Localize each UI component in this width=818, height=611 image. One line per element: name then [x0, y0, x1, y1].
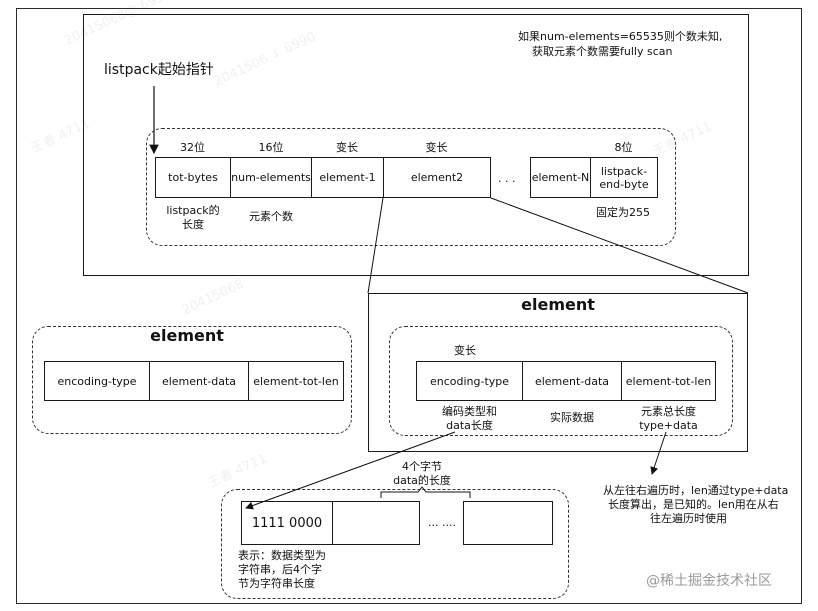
outer-frame: [16, 8, 802, 604]
right-note-enc-2: data长度: [446, 419, 493, 432]
note-end-byte: 固定为255: [596, 206, 650, 219]
cell-element-n: element-N: [530, 157, 591, 198]
right-cell-encoding-type: encoding-type: [416, 361, 523, 401]
encoding-ellipsis: ... ....: [428, 516, 456, 529]
note-tot-bytes-2: 长度: [182, 218, 204, 231]
cell-element2: element2: [383, 157, 491, 198]
header-element2: 变长: [425, 141, 448, 154]
listpack-box: [83, 14, 749, 276]
right-note-len-2: type+data: [639, 419, 698, 432]
left-element-title: element: [150, 326, 224, 345]
bytes-brace: [380, 486, 471, 498]
traversal-note-1: 从左往右遍历时，len通过type+data: [603, 484, 789, 497]
totlen-arrow: [650, 431, 667, 475]
top-note-line1: 如果num-elements=65535则个数未知,: [518, 30, 723, 43]
left-cell-encoding-type: encoding-type: [44, 361, 150, 401]
traversal-note-2: 长度算出，是已知的。len用在从右: [608, 498, 779, 511]
encoding-detail-container: [221, 489, 569, 599]
right-note-enc-1: 编码类型和: [442, 405, 497, 418]
left-cell-element-data: element-data: [149, 361, 249, 401]
note-tot-bytes-1: listpack的: [166, 204, 220, 217]
encoding-length-bytes: [332, 501, 420, 545]
encoding-first-byte: 1111 0000: [241, 501, 333, 545]
cell-tot-bytes: tot-bytes: [155, 157, 231, 198]
left-element-container: [32, 326, 352, 434]
encoding-note-2: 字符串，后4个字: [238, 563, 322, 576]
listpack-ellipsis: . . .: [498, 172, 516, 185]
left-cell-element-tot-len: element-tot-len: [248, 361, 344, 401]
right-note-data: 实际数据: [550, 411, 594, 424]
right-element-container: [389, 326, 733, 436]
brace-label-1: 4个字节: [402, 460, 442, 473]
traversal-note-3: 往左遍历时使用: [650, 512, 727, 525]
encoding-note-1: 表示：数据类型为: [238, 549, 326, 562]
right-element-box: [368, 293, 748, 452]
right-note-len-1: 元素总长度: [641, 405, 696, 418]
encoding-data-bytes: [463, 501, 553, 545]
right-header-encoding: 变长: [454, 344, 476, 357]
encoding-arrow: [245, 431, 456, 510]
pointer-label: listpack起始指针: [104, 62, 214, 78]
site-watermark: @稀土掘金技术社区: [646, 573, 772, 589]
cell-element1: element-1: [311, 157, 384, 198]
header-element1: 变长: [336, 141, 358, 154]
right-element-title: element: [521, 295, 595, 314]
expand-line-right: [490, 197, 749, 294]
right-cell-element-data: element-data: [522, 361, 622, 401]
header-tot-bytes: 32位: [180, 141, 205, 154]
listpack-container: [146, 128, 676, 246]
right-cell-element-tot-len: element-tot-len: [621, 361, 716, 401]
cell-end-byte: listpack-end-byte: [590, 157, 658, 198]
top-note-line2: 获取元素个数需要fully scan: [532, 45, 673, 58]
expand-line-left: [367, 197, 384, 294]
header-end-byte: 8位: [614, 141, 633, 154]
brace-label-2: data的长度: [393, 474, 451, 487]
header-num-elements: 16位: [258, 141, 284, 154]
cell-num-elements: num-elements: [230, 157, 312, 198]
encoding-note-3: 节为字符串长度: [238, 577, 315, 590]
note-num-elements: 元素个数: [249, 210, 293, 223]
